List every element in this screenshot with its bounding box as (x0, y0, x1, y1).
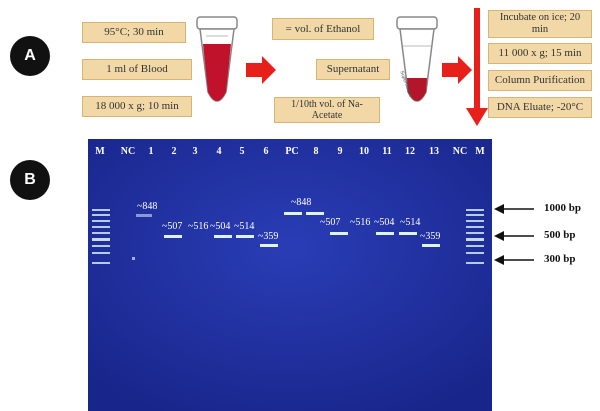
band-lane11 (376, 232, 394, 235)
step-box-95c: 95°C; 30 min (82, 22, 186, 43)
lane-label-1: 1 (148, 146, 154, 157)
size-label-lane11: ~504 (374, 217, 395, 228)
step-box-ethanol: = vol. of Ethanol (272, 18, 374, 40)
size-label-lane5: ~514 (234, 221, 255, 232)
arrow-right-icon (246, 56, 276, 84)
size-label-lane1: ~848 (137, 201, 158, 212)
lane-label-3: 3 (192, 146, 198, 157)
bp-label-300: 300 bp (544, 253, 576, 265)
step-box-naacetate: 1/10th vol. of Na-Acetate (274, 97, 380, 123)
lane-label-5: 5 (239, 146, 245, 157)
arrow-left-icon (494, 231, 534, 241)
marker-ladder-left (92, 209, 110, 264)
lane-label-m-left: M (95, 146, 105, 157)
lane-label-9: 9 (337, 146, 343, 157)
panel-label-a: A (10, 36, 50, 76)
gel-image (88, 139, 492, 411)
lane-label-10: 10 (359, 146, 369, 157)
arrow-right-icon (442, 56, 472, 84)
step-box-supernatant: Supernatant (316, 59, 390, 80)
band-lane13 (422, 244, 440, 247)
bp-label-500: 500 bp (544, 229, 576, 241)
arrow-left-icon (494, 255, 534, 265)
size-label-lane2: ~507 (162, 221, 183, 232)
band-lane2 (164, 235, 182, 238)
band-lane1 (136, 214, 152, 217)
blood-tube-icon (196, 16, 238, 102)
lane-label-2: 2 (171, 146, 177, 157)
lane-label-pc: PC (285, 146, 299, 157)
band-lane8 (306, 212, 324, 215)
band-pc (284, 212, 302, 215)
supernatant-tube-icon (396, 16, 438, 102)
arrow-left-icon (494, 204, 534, 214)
bp-label-1000: 1000 bp (544, 202, 581, 214)
step-box-blood: 1 ml of Blood (82, 59, 192, 80)
band-lane4 (214, 235, 232, 238)
size-label-lane6: ~359 (258, 231, 279, 242)
step-box-18000: 18 000 x g; 10 min (82, 96, 192, 117)
lane-label-6: 6 (263, 146, 269, 157)
lane-label-nc-left: NC (120, 146, 136, 157)
lane-label-8: 8 (313, 146, 319, 157)
size-label-lane3: ~516 (188, 221, 209, 232)
step-box-column: Column Purification (488, 70, 592, 91)
arrow-down-icon (466, 8, 488, 126)
lane-label-12: 12 (405, 146, 415, 157)
band-lane9 (330, 232, 348, 235)
lane-label-m-right: M (475, 146, 485, 157)
marker-ladder-right (466, 209, 484, 264)
panel-label-b: B (10, 160, 50, 200)
band-lane6 (260, 244, 278, 247)
step-box-ice: Incubate on ice; 20 min (488, 10, 592, 38)
step-box-dna: DNA Eluate; -20°C (488, 97, 592, 118)
size-label-lane10: ~516 (350, 217, 371, 228)
band-lane5 (236, 235, 254, 238)
step-box-11000: 11 000 x g; 15 min (488, 43, 592, 64)
size-label-lane4: ~504 (210, 221, 231, 232)
size-label-lane13: ~359 (420, 231, 441, 242)
size-label-lane9: ~507 (320, 217, 341, 228)
nc-spot (132, 257, 135, 260)
size-label-lane12: ~514 (400, 217, 421, 228)
lane-label-13: 13 (429, 146, 439, 157)
size-label-pc: ~848 (291, 197, 312, 208)
lane-label-nc-right: NC (452, 146, 468, 157)
lane-label-11: 11 (382, 146, 392, 157)
lane-label-4: 4 (216, 146, 222, 157)
band-lane12 (399, 232, 417, 235)
